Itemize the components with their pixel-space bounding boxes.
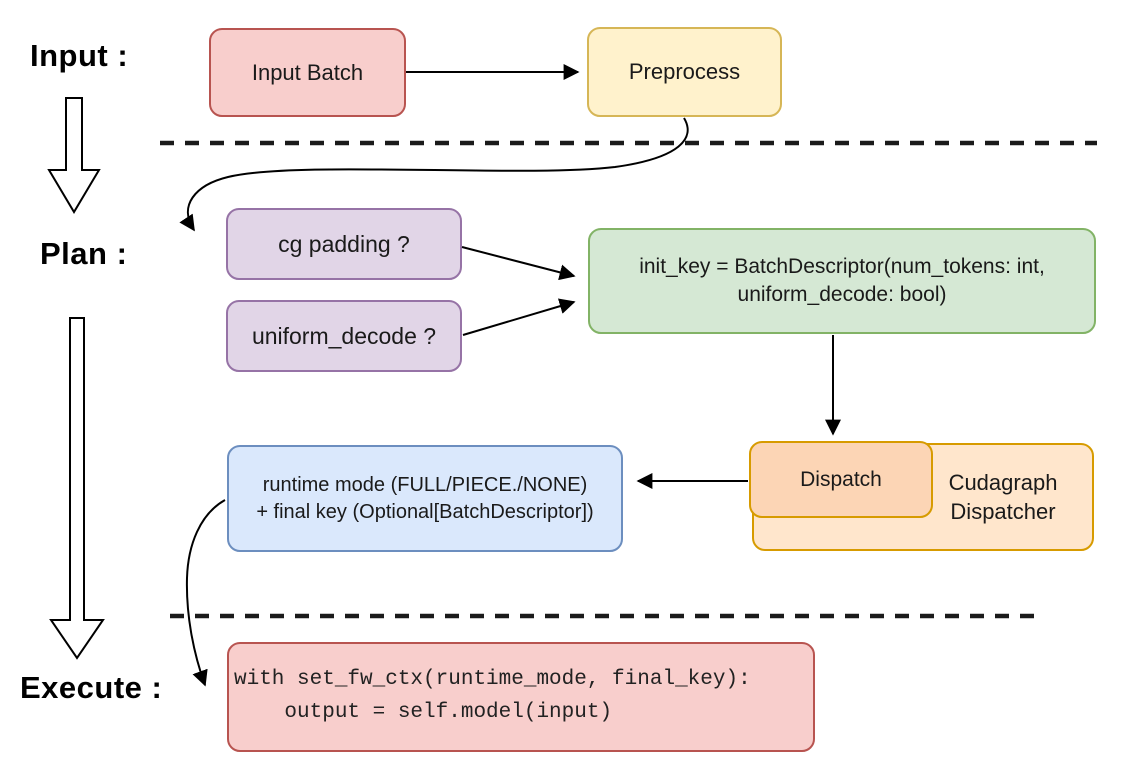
arrow-uniform-decode-to-init-key [462,298,576,336]
node-init-key-line1: init_key = BatchDescriptor(num_tokens: i… [639,255,1045,279]
node-preprocess-label: Preprocess [628,59,741,85]
runtime-key-line2: + final key (Optional[BatchDescriptor]) [256,500,594,523]
node-uniform-decode-label: uniform_decode ? [251,322,437,349]
node-uniform-decode: uniform_decode ? [226,300,462,372]
node-preprocess: Preprocess [587,27,782,117]
node-runtime-mode-final-key: runtime mode (FULL/PIECE./NONE) + final … [227,445,623,552]
stage-label-execute: Execute : [20,670,163,705]
node-cg-padding-label: cg padding ? [278,230,410,257]
dispatcher-line2: Dispatcher [950,499,1056,524]
node-input-batch: Input Batch [209,28,406,117]
node-dispatch: Dispatch [749,441,933,518]
stage-label-plan: Plan : [40,236,128,271]
runtime-key-line1: runtime mode (FULL/PIECE./NONE) [262,474,588,497]
node-init-key-line2: uniform_decode: bool) [737,283,947,306]
stage-label-input: Input : [30,38,129,73]
node-execute-code: with set_fw_ctx(runtime_mode, final_key)… [227,642,815,752]
node-cudagraph-dispatcher-label: Cudagraph Dispatcher [922,445,1084,549]
exec-code-line2: output = self.model(input) [234,701,613,724]
hollow-arrow-input-to-plan [47,97,101,214]
dispatcher-line1: Cudagraph [948,469,1058,495]
hollow-arrow-plan-to-execute [49,317,105,660]
arrow-cg-padding-to-init-key [461,246,576,281]
exec-code-line1: with set_fw_ctx(runtime_mode, final_key)… [234,668,751,692]
node-dispatch-label: Dispatch [800,467,882,491]
node-input-batch-label: Input Batch [251,59,364,85]
node-cg-padding: cg padding ? [226,208,462,280]
arrow-runtime-key-to-exec-code [185,499,226,687]
node-init-key: init_key = BatchDescriptor(num_tokens: i… [588,228,1096,334]
